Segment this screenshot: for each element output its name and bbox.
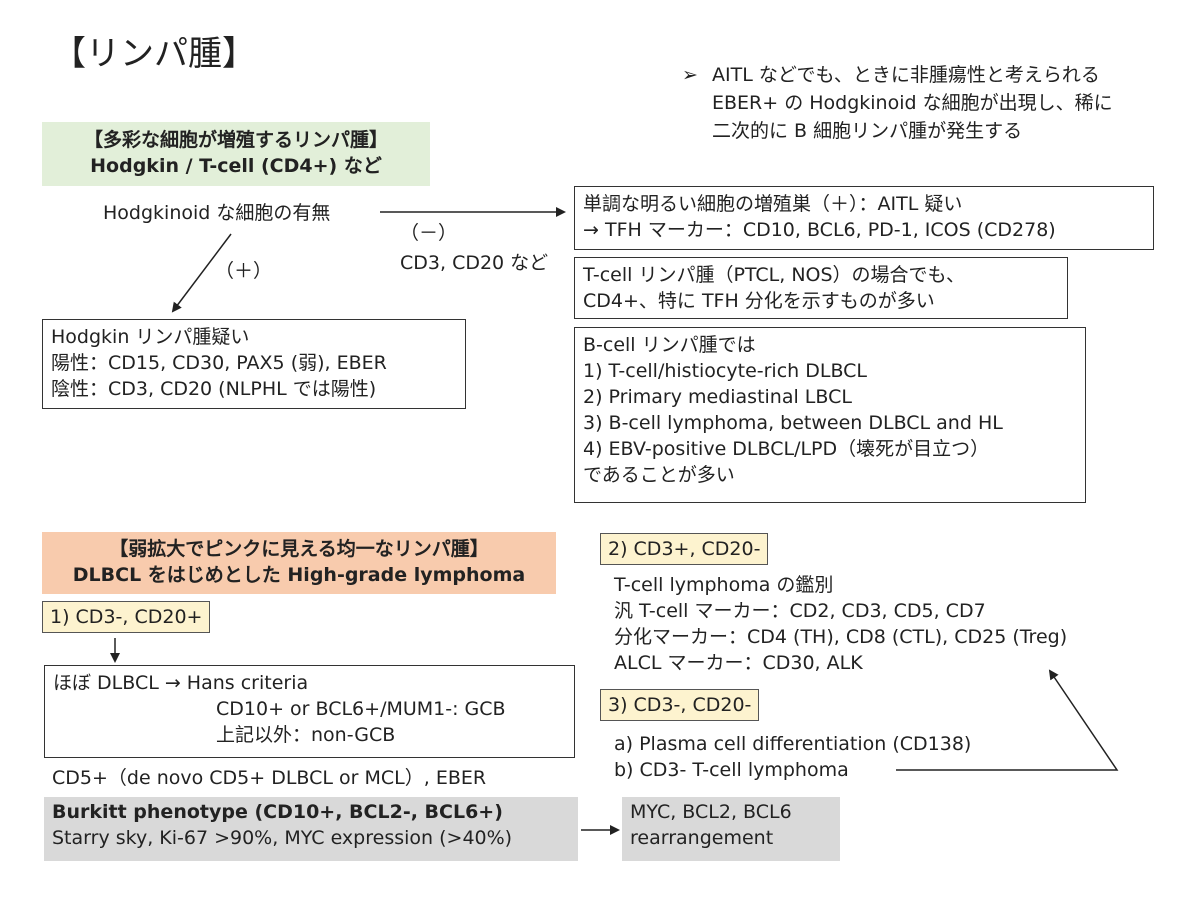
box-line: 4) EBV-positive DLBCL/LPD（壊死が目立つ）	[583, 438, 990, 460]
section1-header-line: 【多彩な細胞が増殖するリンパ腫】	[83, 129, 388, 151]
box-line: T-cell リンパ腫（PTCL, NOS）の場合でも、	[583, 264, 965, 286]
box-line: 単調な明るい細胞の増殖巣（＋）：AITL 疑い	[583, 193, 963, 215]
burkitt-sub: Starry sky, Ki-67 >90%, MYC expression (…	[52, 827, 513, 849]
note-line: EBER+ の Hodgkinoid な細胞が出現し、稀に	[712, 92, 1113, 114]
page-title: 【リンパ腫】	[52, 34, 256, 74]
box-line: 3) B-cell lymphoma, between DLBCL and HL	[583, 412, 1003, 434]
box-line: rearrangement	[630, 827, 774, 849]
cd3neg-cd20neg-label: 3) CD3-, CD20-	[600, 689, 760, 721]
cd3neg-cd20pos-label: 1) CD3-, CD20+	[42, 601, 211, 633]
box-line: → TFH マーカー：CD10, BCL6, PD-1, ICOS (CD278…	[583, 219, 1056, 241]
box-line: MYC, BCL2, BCL6	[630, 801, 792, 823]
section2-header-line: DLBCL をはじめとした High-grade lymphoma	[72, 564, 526, 586]
note-line: 二次的に B 細胞リンパ腫が発生する	[712, 120, 1023, 142]
bullet-arrow-icon: ➢	[682, 64, 698, 86]
aitl-box: 単調な明るい細胞の増殖巣（＋）：AITL 疑い → TFH マーカー：CD10,…	[574, 186, 1154, 250]
note-line: AITL などでも、ときに非腫瘍性と考えられる	[712, 64, 1100, 86]
box-line: CD4+、特に TFH 分化を示すものが多い	[583, 290, 935, 312]
arrow-to-hodgkin	[171, 233, 232, 313]
minus-markers: CD3, CD20 など	[400, 252, 549, 274]
box-line: CD10+ or BCL6+/MUM1-: GCB	[216, 698, 506, 720]
box-line: 陰性：CD3, CD20 (NLPHL では陽性)	[51, 378, 377, 400]
box-line: ほぼ DLBCL → Hans criteria	[53, 672, 309, 694]
bcell-box: B-cell リンパ腫では 1) T-cell/histiocyte-rich …	[574, 327, 1086, 503]
section2-header: 【弱拡大でピンクに見える均一なリンパ腫】 DLBCL をはじめとした High-…	[42, 532, 556, 594]
box-line: B-cell リンパ腫では	[583, 334, 756, 356]
hodgkinoid-question: Hodgkinoid な細胞の有無	[103, 202, 331, 224]
section2-header-line: 【弱拡大でピンクに見える均一なリンパ腫】	[109, 538, 489, 560]
box-line: Hodgkin リンパ腫疑い	[51, 326, 250, 348]
burkitt-box: Burkitt phenotype (CD10+, BCL2-, BCL6+) …	[44, 797, 578, 861]
dlbcl-box: ほぼ DLBCL → Hans criteria CD10+ or BCL6+/…	[44, 665, 575, 758]
arrow-tcell-link	[896, 669, 1119, 771]
list-item: b) CD3- T-cell lymphoma	[614, 759, 849, 781]
cd3neg-list: a) Plasma cell differentiation (CD138) b…	[614, 731, 971, 783]
list-item: T-cell lymphoma の鑑別	[614, 574, 834, 596]
ptcl-box: T-cell リンパ腫（PTCL, NOS）の場合でも、 CD4+、特に TFH…	[574, 257, 1068, 319]
box-line: 陽性：CD15, CD30, PAX5 (弱), EBER	[51, 352, 387, 374]
box-line: 2) Primary mediastinal LBCL	[583, 386, 852, 408]
tcell-list: T-cell lymphoma の鑑別 汎 T-cell マーカー：CD2, C…	[614, 572, 1067, 676]
list-item: a) Plasma cell differentiation (CD138)	[614, 733, 972, 755]
myc-box: MYC, BCL2, BCL6 rearrangement	[622, 797, 840, 861]
section1-header: 【多彩な細胞が増殖するリンパ腫】 Hodgkin / T-cell (CD4+)…	[42, 122, 430, 186]
list-item: ALCL マーカー：CD30, ALK	[614, 652, 863, 674]
plus-label: （＋）	[215, 260, 273, 282]
list-item: 分化マーカー：CD4 (TH), CD8 (CTL), CD25 (Treg)	[614, 626, 1068, 648]
cd5-line: CD5+（de novo CD5+ DLBCL or MCL）, EBER	[52, 767, 487, 789]
box-line: 1) T-cell/histiocyte-rich DLBCL	[583, 360, 867, 382]
box-line: であることが多い	[583, 464, 735, 486]
minus-label: （－）	[400, 222, 458, 244]
box-line: 上記以外：non-GCB	[216, 724, 396, 746]
section1-header-line: Hodgkin / T-cell (CD4+) など	[90, 155, 382, 177]
cd3pos-cd20neg-label: 2) CD3+, CD20-	[600, 533, 769, 565]
hodgkin-box: Hodgkin リンパ腫疑い 陽性：CD15, CD30, PAX5 (弱), …	[42, 319, 466, 409]
burkitt-title: Burkitt phenotype (CD10+, BCL2-, BCL6+)	[52, 801, 503, 823]
list-item: 汎 T-cell マーカー：CD2, CD3, CD5, CD7	[614, 600, 986, 622]
